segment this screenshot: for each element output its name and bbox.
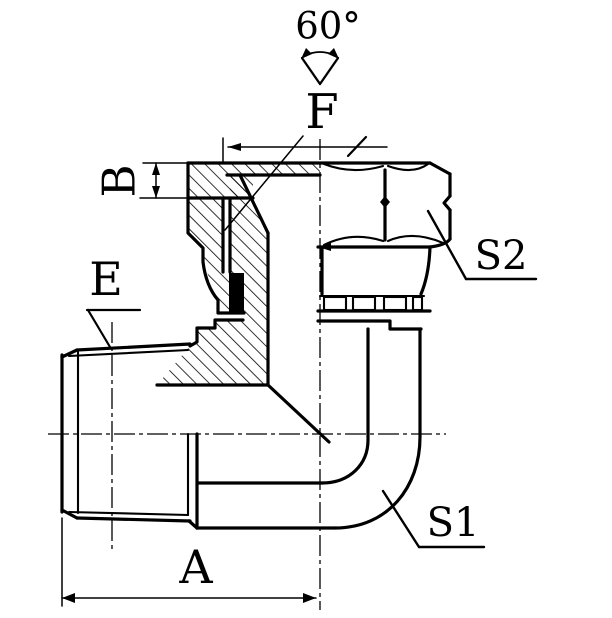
section-hatching — [157, 163, 320, 385]
label-dim-e: E — [89, 252, 123, 306]
secondary-lines — [67, 162, 445, 517]
label-cone-angle: 60° — [295, 4, 361, 48]
label-dim-a: A — [179, 540, 213, 594]
dimension-arrowheads — [62, 48, 339, 603]
label-dim-s2: S2 — [474, 233, 528, 279]
thread-engagement-section — [229, 273, 244, 313]
dimension-lines — [61, 51, 538, 607]
label-dim-f: F — [305, 84, 339, 140]
hex-bottom-arrow — [318, 243, 331, 251]
hex-edge-diamond — [380, 196, 390, 208]
label-dim-s1: S1 — [426, 500, 480, 546]
label-dim-b: B — [92, 164, 146, 198]
